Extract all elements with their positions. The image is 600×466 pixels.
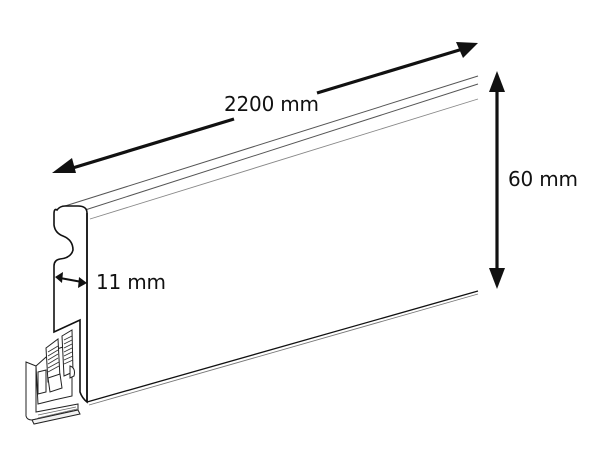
length-dimension-arrow — [52, 42, 478, 173]
height-label: 60 mm — [508, 167, 578, 191]
thickness-dimension-arrow — [55, 272, 87, 288]
thickness-label: 11 mm — [96, 270, 166, 294]
height-dimension-arrow — [489, 71, 505, 289]
board-profile — [53, 205, 88, 404]
board-top-edges — [64, 75, 479, 220]
mounting-clip — [25, 329, 81, 425]
length-label: 2200 mm — [224, 92, 319, 116]
board-bottom-edges — [86, 290, 479, 406]
